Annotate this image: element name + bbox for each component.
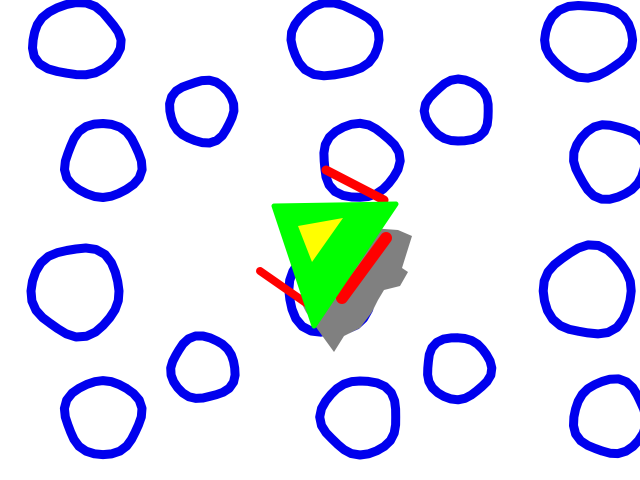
thruster-streak-center bbox=[336, 232, 392, 304]
ship-cockpit bbox=[298, 218, 343, 262]
ring-obstacle bbox=[60, 119, 147, 202]
ring-obstacle bbox=[26, 243, 124, 342]
thruster-streak-left bbox=[256, 267, 310, 307]
ring-obstacle bbox=[538, 240, 636, 339]
ring-obstacle bbox=[423, 333, 497, 405]
ring-obstacle bbox=[569, 374, 640, 459]
ring-obstacle bbox=[569, 120, 640, 204]
ring-obstacle bbox=[166, 331, 240, 403]
player-ship bbox=[256, 165, 412, 352]
ring-obstacle bbox=[59, 376, 147, 460]
ring-obstacle bbox=[28, 0, 126, 80]
ring-obstacle bbox=[315, 376, 401, 460]
ring-obstacle bbox=[540, 1, 638, 83]
ring-obstacle bbox=[165, 75, 239, 148]
ring-obstacles bbox=[26, 0, 640, 460]
ring-obstacle bbox=[286, 0, 384, 81]
ring-obstacle bbox=[419, 74, 493, 146]
thruster-streak-top bbox=[321, 165, 389, 205]
